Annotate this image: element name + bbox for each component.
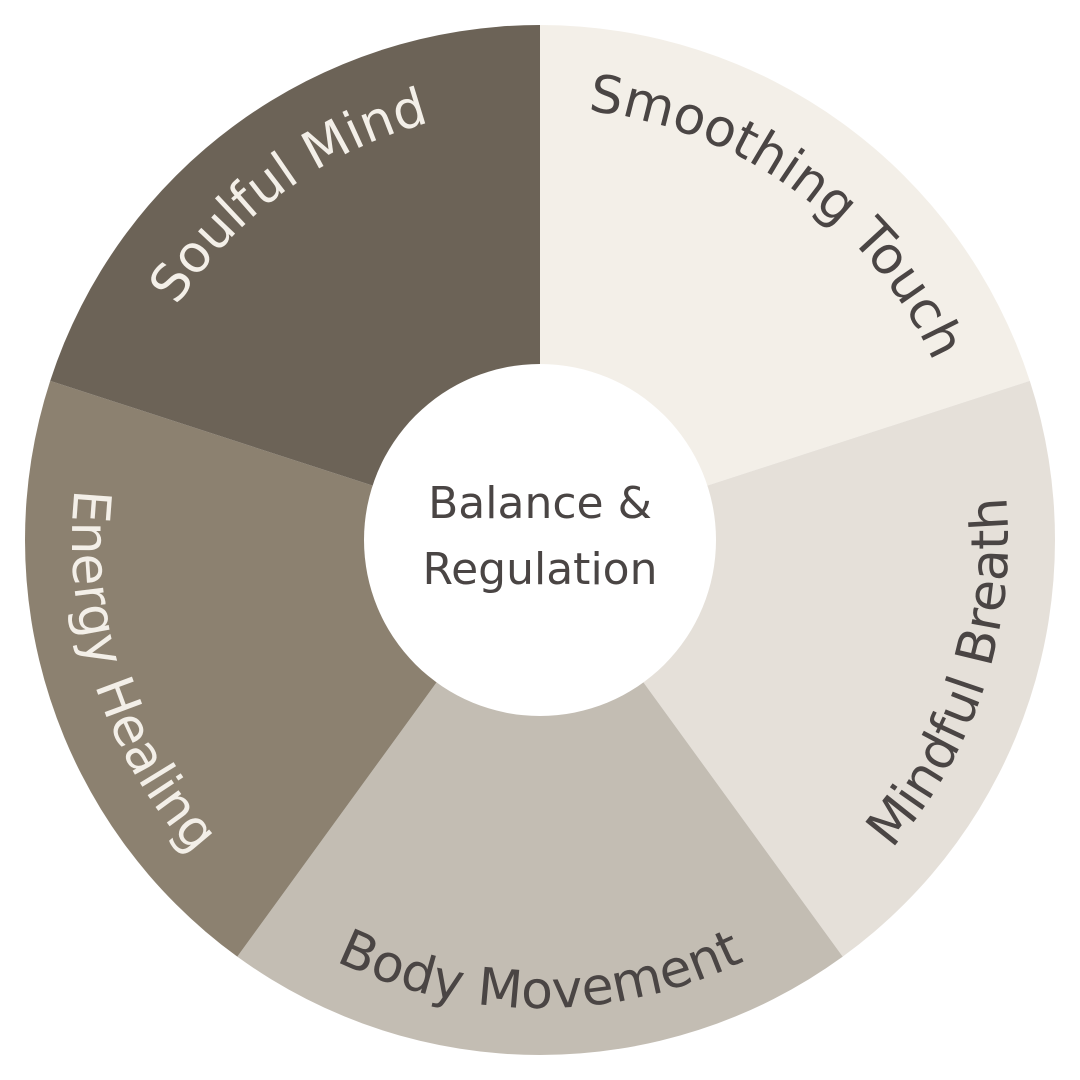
center-label-line-2: Regulation: [423, 544, 658, 595]
segment-smoothing-touch: [540, 25, 1030, 540]
segment-body-movement: [237, 540, 843, 1055]
segment-soulful-mind: [50, 25, 540, 540]
center-circle: [364, 364, 716, 716]
center-label-line-1: Balance &: [428, 478, 652, 529]
